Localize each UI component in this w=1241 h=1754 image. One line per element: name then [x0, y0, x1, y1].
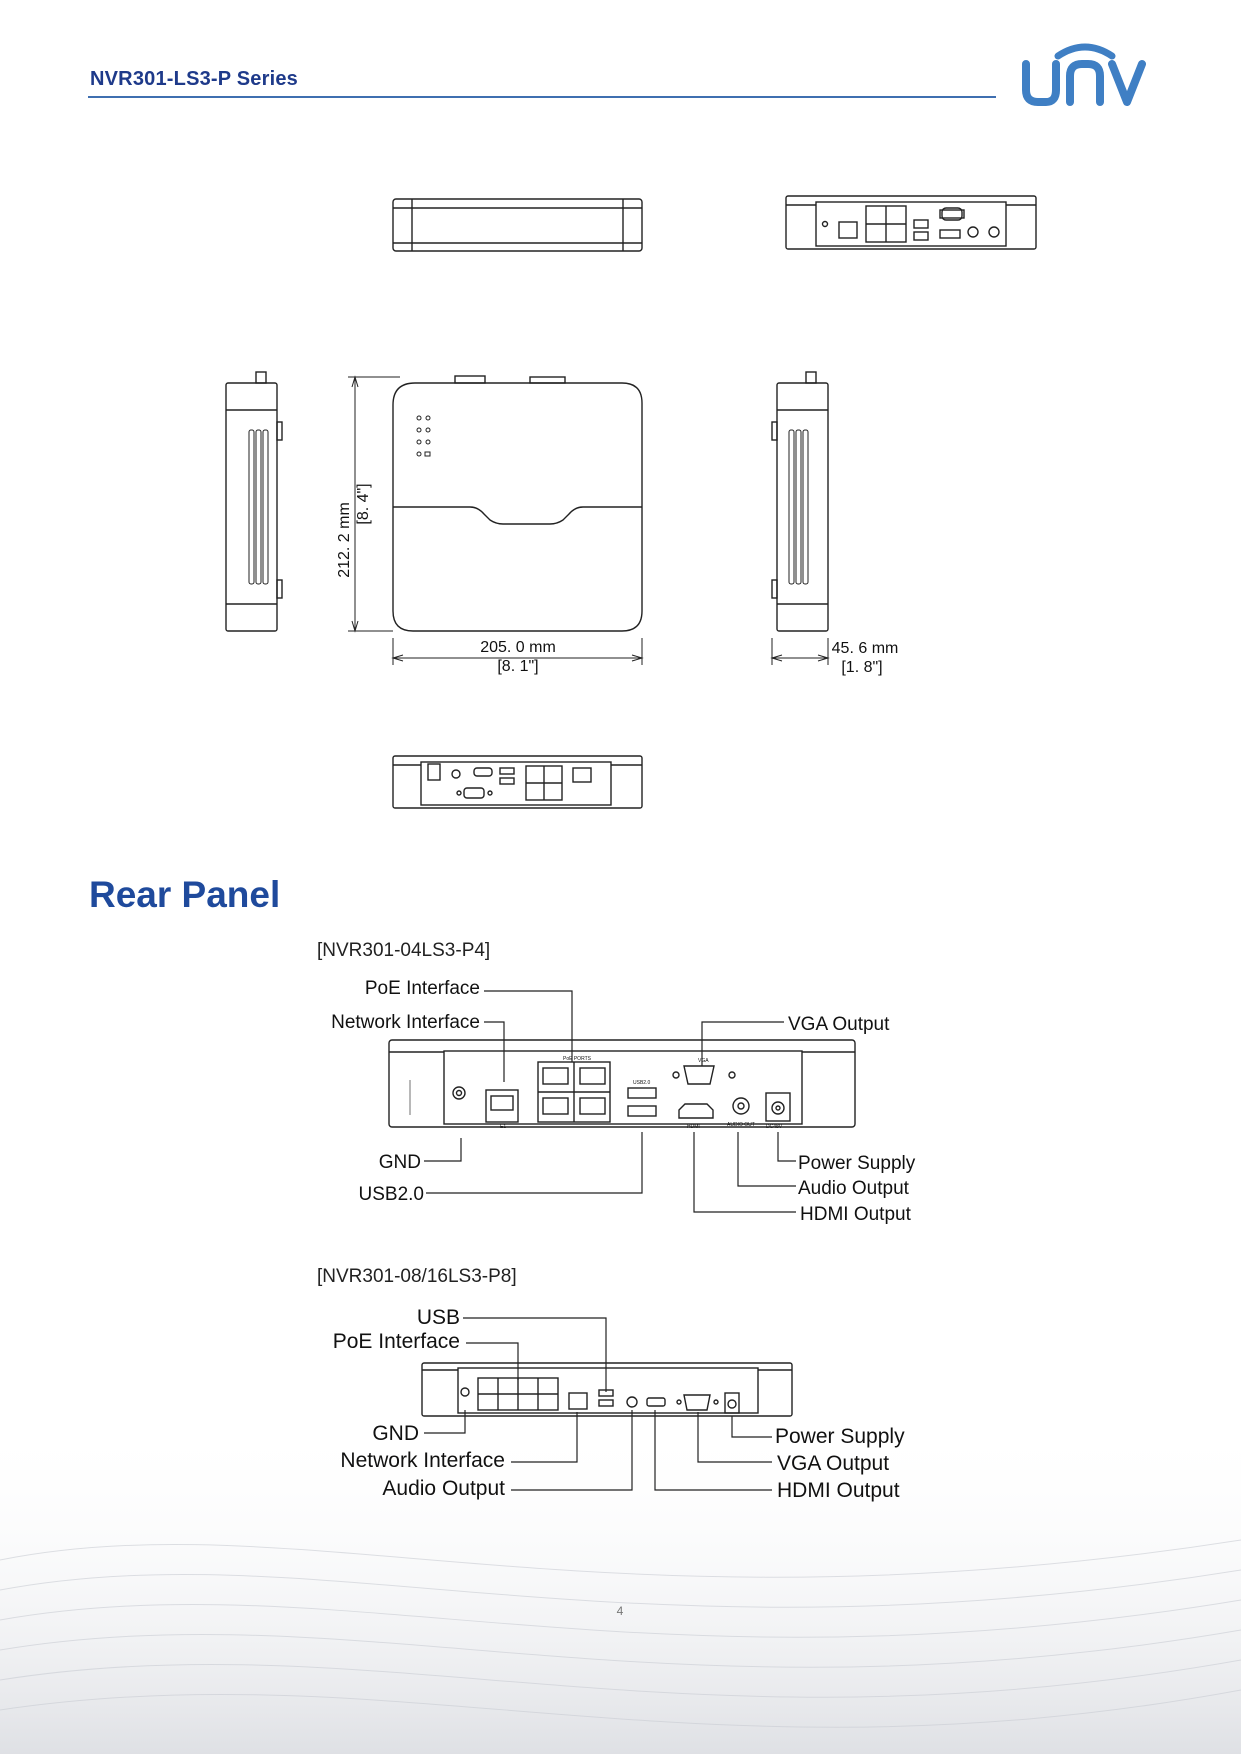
- model-label-8ch: [NVR301-08/16LS3-P8]: [317, 1266, 517, 1287]
- panel-label-vga: VGA: [698, 1058, 709, 1064]
- rear-panel-heading: Rear Panel: [89, 874, 281, 915]
- width-dimension-in: [8. 1"]: [497, 658, 538, 675]
- callout-gnd: GND: [379, 1152, 421, 1173]
- height-dimension-mm: 212. 2 mm: [336, 502, 353, 578]
- top-view-drawing: [392, 375, 643, 632]
- callout-power-supply-8ch: Power Supply: [775, 1425, 905, 1448]
- callout-lines-4ch: [424, 990, 796, 1213]
- right-side-view-drawing: [770, 371, 830, 665]
- left-side-view-drawing: [225, 371, 283, 632]
- depth-dimension-in: [1. 8"]: [841, 659, 882, 676]
- unv-logo: [1022, 43, 1146, 106]
- callout-network-interface: Network Interface: [331, 1012, 480, 1033]
- height-dimension-in: [8. 4"]: [355, 483, 372, 524]
- panel-label-dc: DC48V: [766, 1124, 783, 1130]
- width-dimension-mm: 205. 0 mm: [480, 639, 556, 656]
- depth-dimension-mm: 45. 6 mm: [832, 640, 899, 657]
- rear-panel-4ch-drawing: [388, 1039, 856, 1128]
- rear-view-mirrored-drawing: [392, 755, 643, 809]
- rear-panel-8ch-drawing: [421, 1362, 793, 1417]
- callout-poe-interface: PoE Interface: [365, 978, 480, 999]
- model-label-4ch: [NVR301-04LS3-P4]: [317, 940, 491, 961]
- callout-power-supply: Power Supply: [798, 1153, 916, 1174]
- callout-vga-output: VGA Output: [788, 1014, 890, 1035]
- front-view-drawing: [392, 198, 643, 252]
- panel-label-audio-out: AUDIO OUT: [727, 1122, 755, 1128]
- callout-usb: USB: [417, 1306, 460, 1329]
- callout-poe-interface-8ch: PoE Interface: [333, 1330, 460, 1353]
- panel-label-hdmi: HDMI: [687, 1124, 700, 1130]
- callout-audio-output-8ch: Audio Output: [382, 1477, 505, 1500]
- callout-usb2: USB2.0: [359, 1184, 424, 1205]
- callout-hdmi-output-8ch: HDMI Output: [777, 1479, 900, 1502]
- panel-label-usb: USB2.0: [633, 1080, 650, 1086]
- callout-vga-output-8ch: VGA Output: [777, 1452, 889, 1475]
- callout-lines-8ch: [424, 1317, 772, 1491]
- callout-hdmi-output: HDMI Output: [800, 1204, 912, 1225]
- page-number: 4: [616, 1604, 624, 1618]
- header-divider: [88, 96, 996, 98]
- panel-label-poe-ports: PoE PORTS: [563, 1056, 592, 1062]
- panel-label-network: E1: [500, 1124, 506, 1130]
- callout-audio-output: Audio Output: [798, 1178, 910, 1199]
- dimension-lines: [348, 375, 644, 665]
- series-title: NVR301-LS3-P Series: [90, 68, 298, 90]
- callout-gnd-8ch: GND: [372, 1422, 419, 1445]
- callout-network-interface-8ch: Network Interface: [340, 1449, 505, 1472]
- rear-view-small-drawing: [785, 195, 1037, 250]
